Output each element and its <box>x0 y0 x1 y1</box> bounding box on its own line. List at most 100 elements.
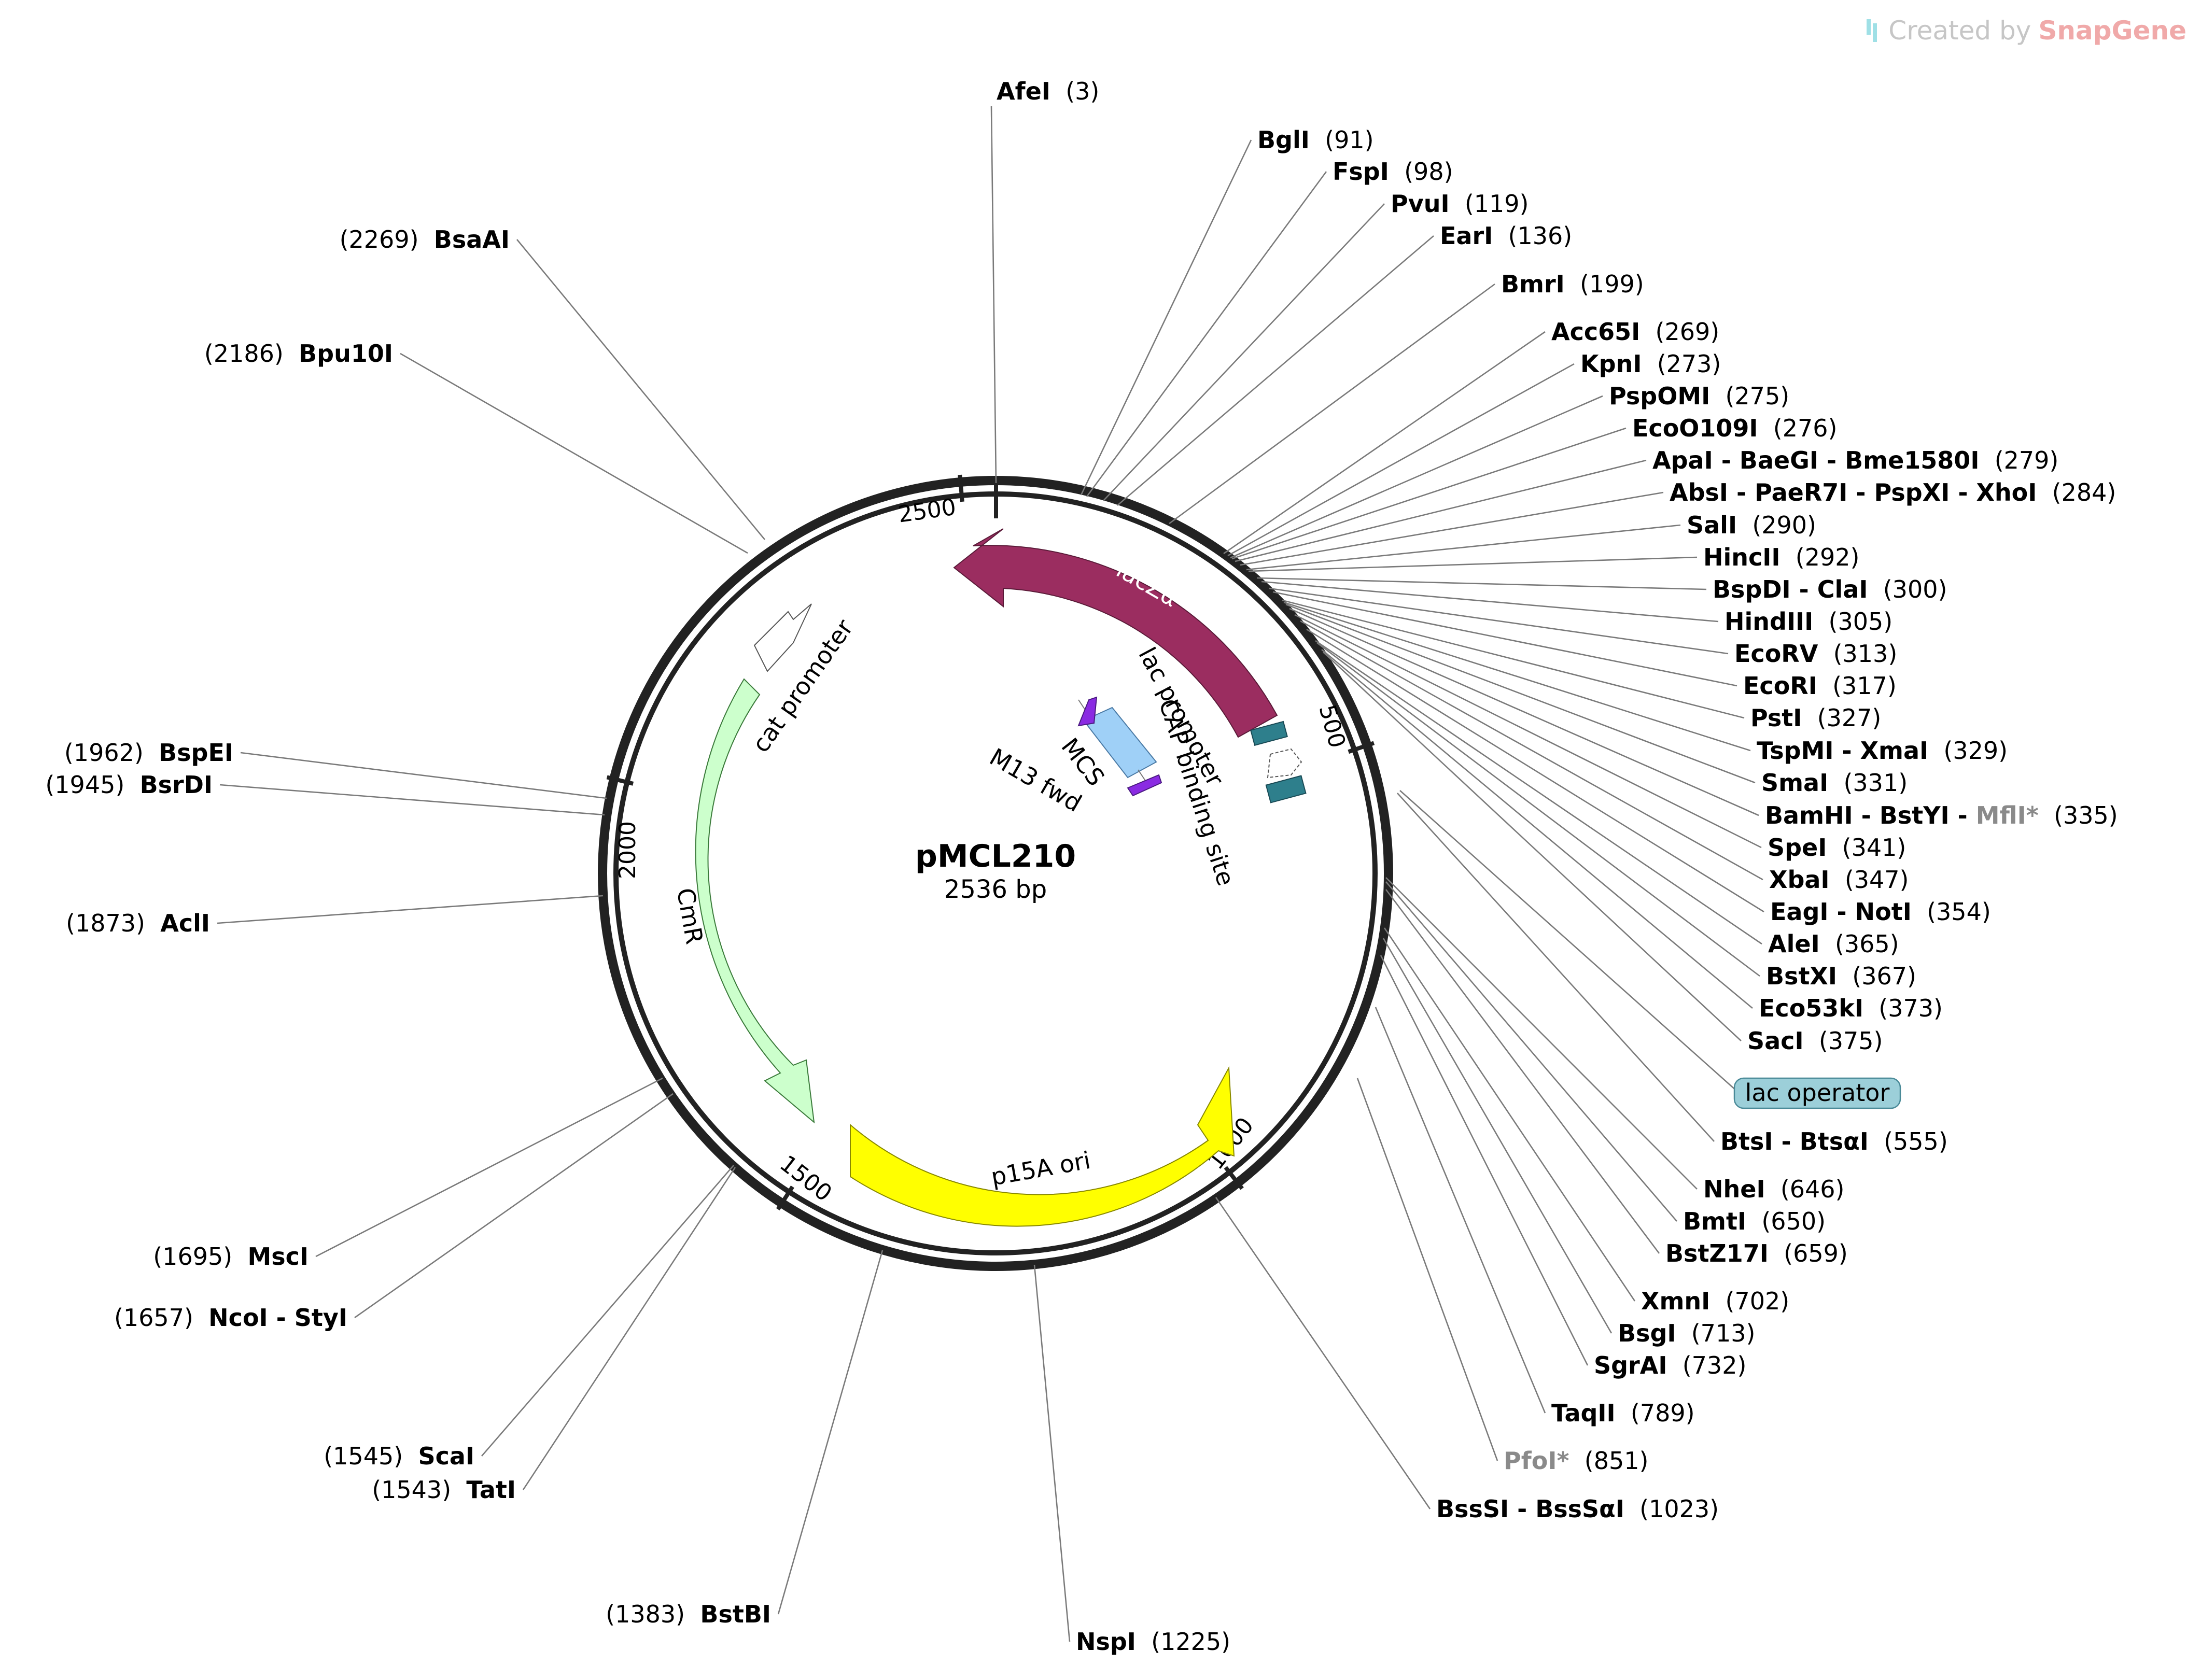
restriction-site[interactable]: BmtI (650) <box>1385 881 1826 1235</box>
site-enzyme: SpeI <box>1768 834 1827 862</box>
feature-cmr[interactable]: CmR <box>671 678 815 1124</box>
restriction-site[interactable]: HindIII (305) <box>1261 581 1892 636</box>
restriction-site[interactable]: BspDI - ClaI (300) <box>1256 575 1947 603</box>
site-enzyme: PvuI <box>1391 190 1450 218</box>
site-position: (1543) <box>372 1476 451 1504</box>
restriction-site[interactable]: SalI (290) <box>1246 511 1816 571</box>
restriction-site[interactable]: BstZ17I (659) <box>1385 889 1848 1267</box>
restriction-site[interactable]: (2186) Bpu10I <box>204 340 748 554</box>
site-enzyme: MflI* <box>1976 801 2039 829</box>
restriction-site[interactable]: ApaI - BaeGI - Bme1580I (279) <box>1235 446 2058 562</box>
restriction-site[interactable]: BmrI (199) <box>1169 270 1644 525</box>
restriction-site[interactable]: EcoRI (317) <box>1272 591 1897 700</box>
restriction-site[interactable]: TspMI - XmaI (329) <box>1283 601 2008 765</box>
site-leader-line <box>217 895 604 924</box>
site-enzyme: BglI <box>1257 126 1310 154</box>
restriction-site[interactable]: SgrAI (732) <box>1380 955 1746 1379</box>
feature-mcs[interactable]: MCS <box>1056 699 1157 791</box>
site-position: (2186) <box>204 340 284 368</box>
site-label: SacI (375) <box>1747 1027 1883 1055</box>
restriction-site[interactable]: BtsI - BtsαI (555) <box>1397 793 1948 1155</box>
site-leader-line <box>1383 927 1636 1302</box>
restriction-site[interactable]: SmaI (331) <box>1285 603 1908 797</box>
restriction-site[interactable]: (1657) NcoI - StyI <box>114 1093 674 1332</box>
site-enzyme: TaqII <box>1551 1399 1616 1427</box>
restriction-site[interactable]: SacI (375) <box>1323 652 1883 1055</box>
restriction-site[interactable]: KpnI (273) <box>1227 350 1721 557</box>
site-label: BmrI (199) <box>1501 270 1644 298</box>
restriction-site[interactable]: NspI (1225) <box>1033 1264 1230 1656</box>
restriction-site[interactable]: (1383) BstBI <box>606 1250 884 1628</box>
restriction-site[interactable]: (1962) BspEI <box>64 739 607 799</box>
restriction-site[interactable]: PfoI* (851) <box>1356 1078 1648 1475</box>
restriction-site[interactable]: BsgI (713) <box>1382 938 1755 1347</box>
site-label: BtsI - BtsαI (555) <box>1720 1127 1948 1155</box>
site-label: Eco53kI (373) <box>1759 994 1943 1022</box>
restriction-site[interactable]: EagI - NotI (354) <box>1306 628 1991 926</box>
restriction-site[interactable]: BamHI - BstYI - MflI* (335) <box>1289 608 2118 829</box>
tick-mark <box>776 1185 794 1211</box>
restriction-site[interactable]: (1545) ScaI <box>324 1165 734 1470</box>
restriction-site[interactable]: AbsI - PaeR7I - PspXI - XhoI (284) <box>1240 478 2116 566</box>
site-leader-line <box>516 239 766 540</box>
restriction-site[interactable]: XbaI (347) <box>1300 620 1909 894</box>
restriction-site[interactable]: BstXI (367) <box>1316 642 1916 990</box>
feature-cap-binding-site[interactable]: CAP binding site <box>1154 696 1307 889</box>
restriction-site[interactable]: BssSI - BssSαI (1023) <box>1215 1197 1719 1523</box>
restriction-site[interactable]: (1695) MscI <box>153 1077 663 1270</box>
feature-cat-promoter[interactable]: cat promoter <box>747 603 859 757</box>
site-enzyme: BspDI - ClaI <box>1713 575 1868 603</box>
site-position: (367) <box>1852 962 1916 990</box>
restriction-site[interactable]: Acc65I (269) <box>1223 318 1719 555</box>
site-leader-line <box>522 1167 736 1490</box>
restriction-site[interactable]: (2269) BsaAI <box>340 225 766 540</box>
site-leader-line <box>1285 603 1756 784</box>
site-position: (329) <box>1943 737 2008 765</box>
restriction-site[interactable]: TaqII (789) <box>1375 1007 1695 1427</box>
site-enzyme: NheI <box>1703 1175 1765 1203</box>
site-label: XbaI (347) <box>1769 866 1909 894</box>
site-enzyme: EcoO109I <box>1632 414 1758 442</box>
site-enzyme: Eco53kI <box>1759 994 1863 1022</box>
site-position: (1545) <box>324 1442 403 1470</box>
restriction-site[interactable]: XmnI (702) <box>1383 927 1789 1315</box>
site-enzyme: ApaI - BaeGI - Bme1580I <box>1652 446 1979 474</box>
site-enzyme: SgrAI <box>1594 1351 1667 1379</box>
restriction-site[interactable]: AfeI (3) <box>990 77 1099 484</box>
restriction-site[interactable]: (1873) AclI <box>66 895 604 937</box>
restriction-site[interactable]: EcoO109I (276) <box>1231 414 1838 560</box>
site-position: (305) <box>1829 608 1893 636</box>
restriction-site[interactable]: (1945) BsrDI <box>45 771 605 816</box>
restriction-site[interactable]: BglI (91) <box>1080 126 1374 496</box>
site-leader-line <box>1230 395 1603 559</box>
site-position: (290) <box>1752 511 1816 539</box>
restriction-site[interactable]: EcoRV (313) <box>1269 587 1897 668</box>
snapgene-watermark: Created by SnapGene <box>1866 16 2186 46</box>
site-position: (1945) <box>45 771 124 799</box>
restriction-site[interactable]: Eco53kI (373) <box>1321 649 1943 1022</box>
site-position: (1873) <box>66 909 145 937</box>
site-label: (1945) BsrDI <box>45 771 213 799</box>
site-leader-line <box>777 1250 884 1615</box>
site-position: (119) <box>1465 190 1529 218</box>
restriction-site[interactable]: SpeI (341) <box>1294 614 1906 862</box>
lac-operator-label: lac operator <box>1745 1079 1890 1107</box>
restriction-sites: AfeI (3)BglI (91)FspI (98)PvuI (119)EarI… <box>45 77 2118 1656</box>
restriction-site[interactable]: AleI (365) <box>1315 640 1899 958</box>
restriction-site[interactable]: NheI (646) <box>1385 877 1845 1203</box>
restriction-site[interactable]: PspOMI (275) <box>1230 382 1789 559</box>
restriction-site[interactable]: HincII (292) <box>1248 543 1859 572</box>
restriction-site[interactable]: EarI (136) <box>1117 222 1572 506</box>
restriction-site[interactable]: PstI (327) <box>1282 599 1881 732</box>
site-leader-line <box>1086 171 1327 497</box>
tick-label: 2000 <box>614 821 641 879</box>
site-enzyme: BssSI - BssSαI <box>1436 1495 1624 1523</box>
site-label: HindIII (305) <box>1725 608 1892 636</box>
feature-p15a-ori[interactable]: p15A ori <box>850 1066 1235 1227</box>
restriction-site[interactable]: FspI (98) <box>1086 158 1453 497</box>
site-enzyme: AclI <box>160 909 210 937</box>
lac-operator-annotation[interactable]: lac operator <box>1399 790 1901 1109</box>
restriction-site[interactable]: (1543) TatI <box>372 1167 736 1504</box>
restriction-site[interactable]: PvuI (119) <box>1103 190 1529 501</box>
site-label: XmnI (702) <box>1641 1287 1789 1315</box>
